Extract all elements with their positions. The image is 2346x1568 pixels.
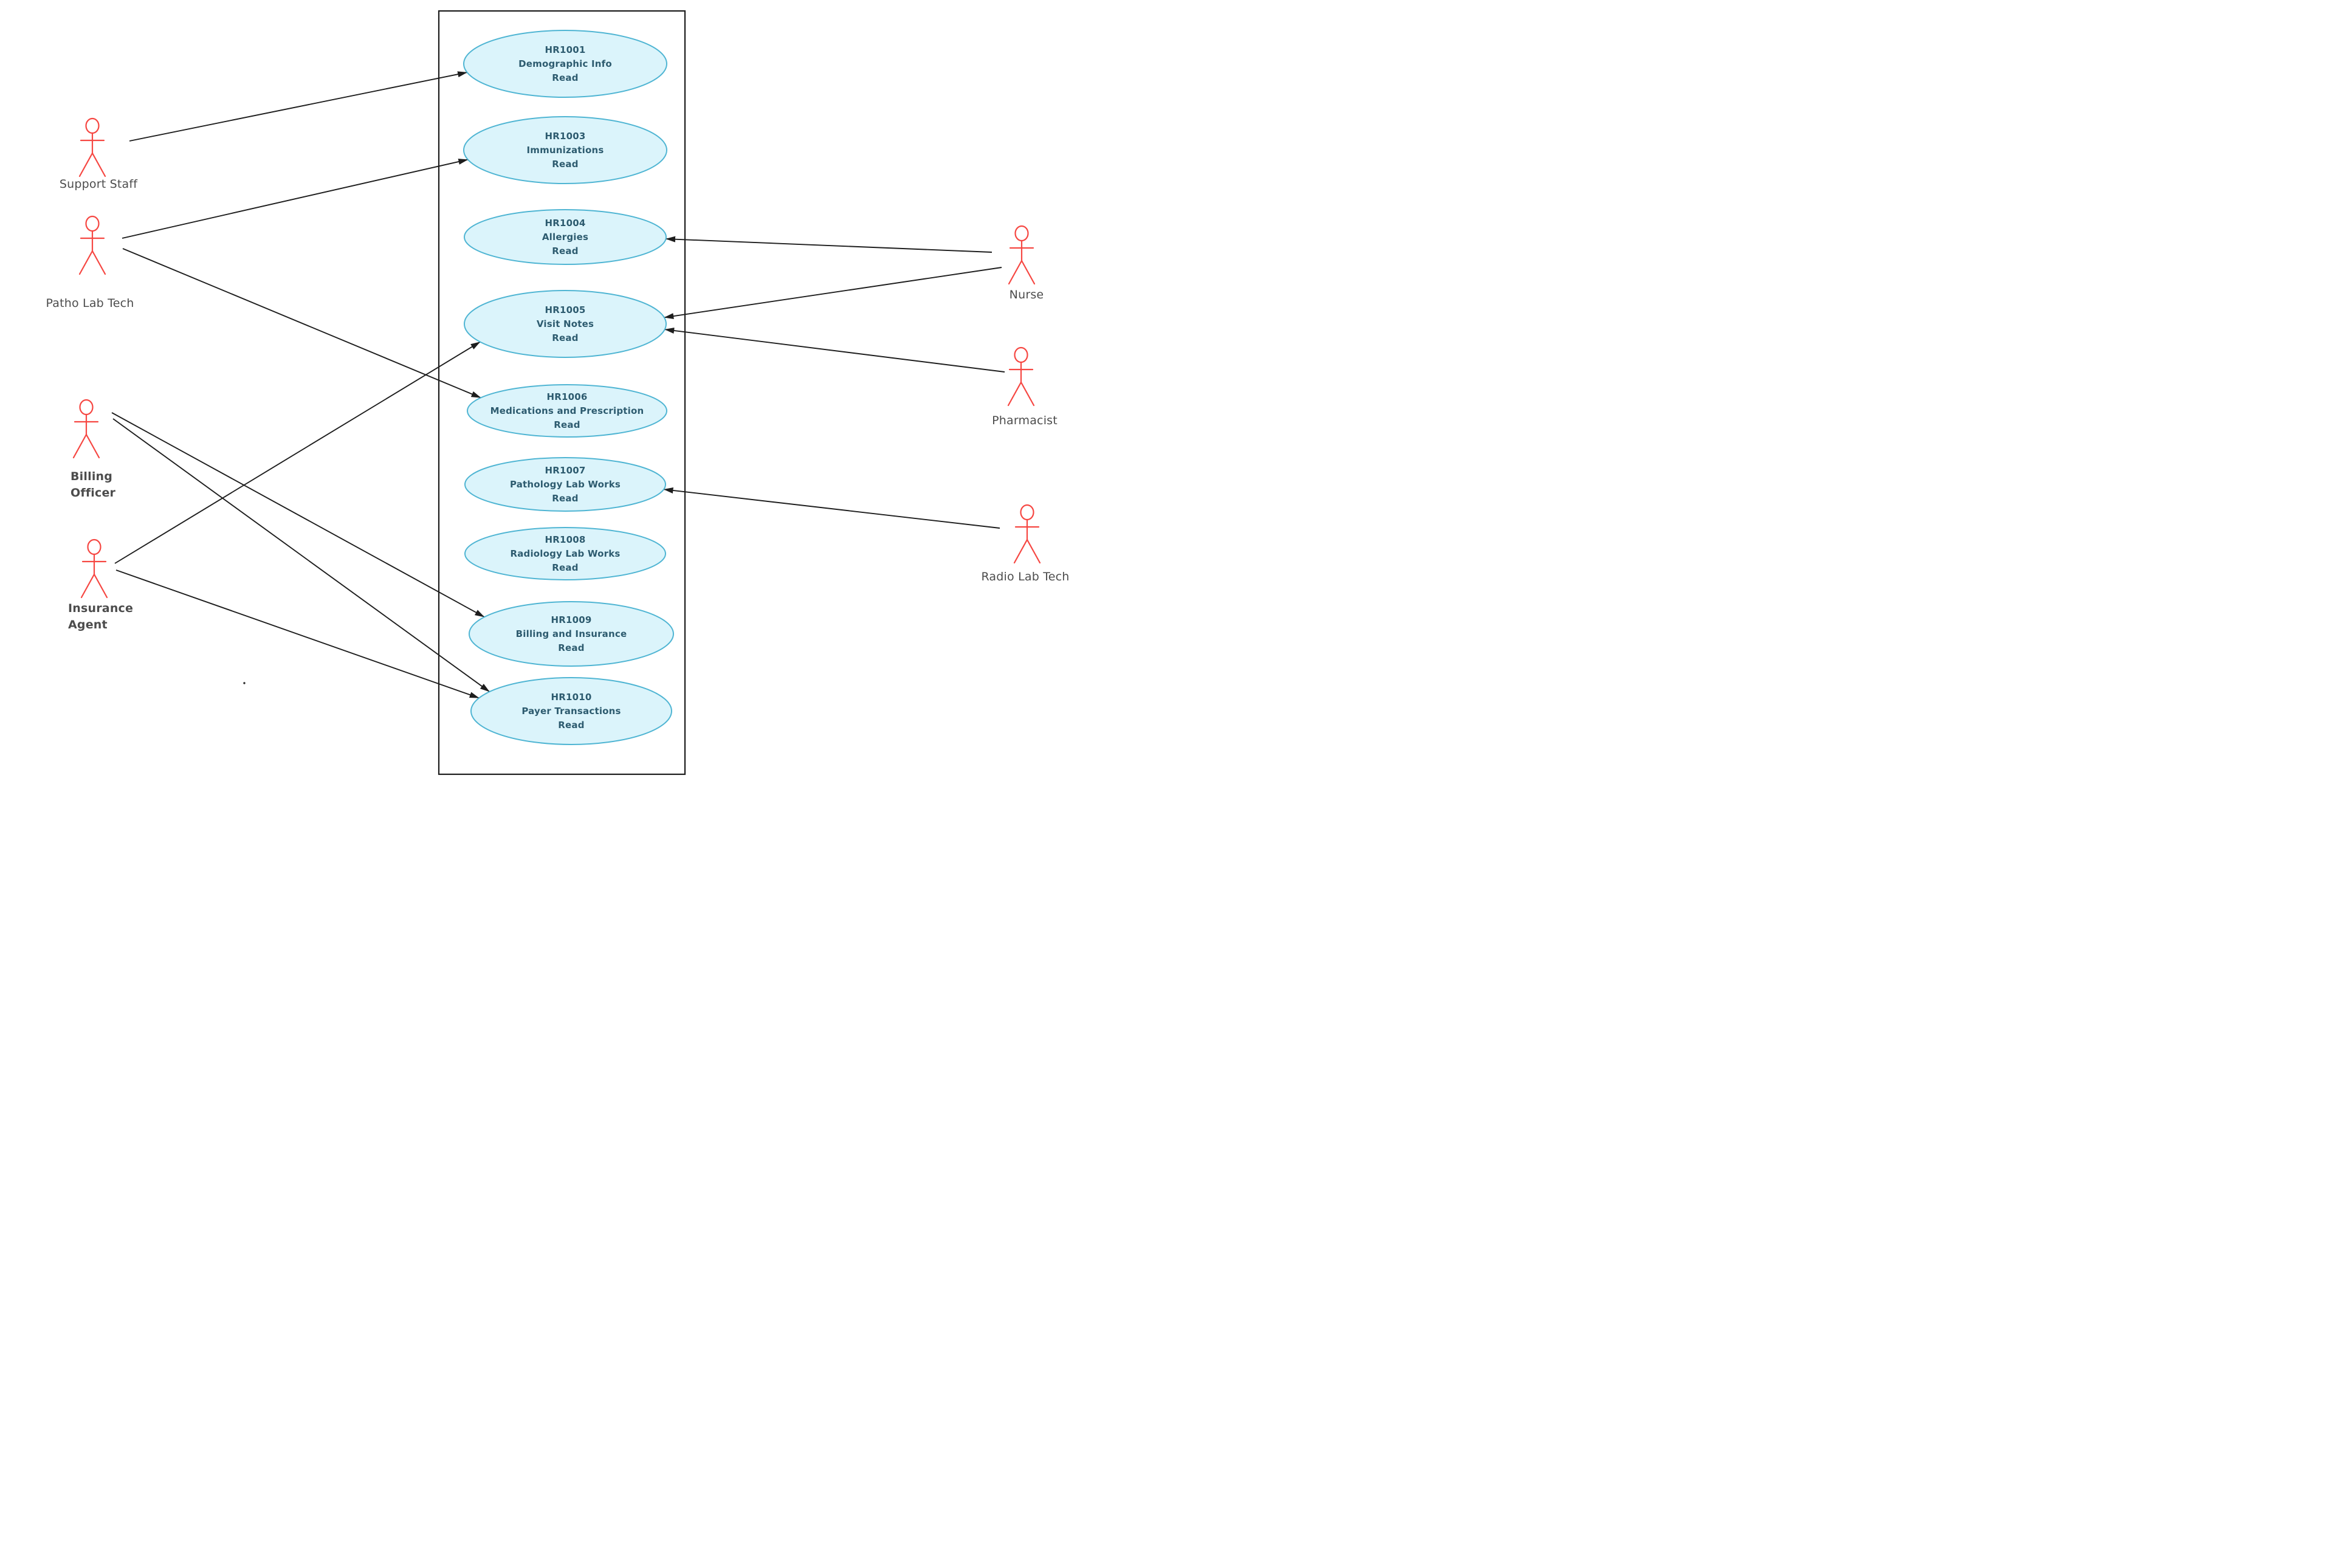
- actor-figure-radio-lab-tech: [1013, 504, 1041, 564]
- use-case-ellipses-layer: [463, 30, 674, 745]
- use-case-ellipse-HR1006: [467, 384, 667, 438]
- diagram-canvas: [72, 10, 1041, 775]
- stray-dot: [243, 682, 246, 684]
- association-support-staff-to-HR1001: [129, 71, 468, 142]
- actor-figure-pharmacist: [1007, 346, 1035, 407]
- association-insurance-agent-to-HR1010: [115, 569, 480, 699]
- use-case-ellipse-HR1010: [470, 677, 672, 745]
- association-nurse-to-HR1005: [664, 267, 1002, 320]
- association-nurse-to-HR1004: [666, 236, 992, 253]
- association-billing-officer-to-HR1010: [112, 418, 490, 692]
- actor-figure-support-staff: [78, 117, 106, 177]
- use-case-ellipse-HR1005: [464, 290, 667, 358]
- actor-figure-patho-lab-tech: [78, 215, 106, 275]
- use-case-ellipse-HR1004: [464, 209, 667, 265]
- association-patho-lab-tech-to-HR1006: [122, 248, 481, 399]
- use-case-ellipse-HR1001: [463, 30, 667, 98]
- use-case-ellipse-HR1009: [469, 601, 674, 667]
- actor-figure-nurse: [1008, 225, 1036, 285]
- association-pharmacist-to-HR1005: [664, 328, 1005, 373]
- use-case-ellipse-HR1007: [464, 457, 666, 512]
- connector-lines-layer: [111, 71, 1005, 699]
- association-radio-lab-tech-to-HR1007: [663, 487, 1000, 529]
- association-insurance-agent-to-HR1005: [114, 341, 481, 564]
- actor-figure-insurance-agent: [80, 538, 108, 599]
- use-case-ellipse-HR1003: [463, 116, 667, 184]
- use-case-ellipse-HR1008: [464, 527, 666, 580]
- association-patho-lab-tech-to-HR1003: [122, 159, 469, 239]
- association-billing-officer-to-HR1009: [111, 412, 485, 618]
- actor-figure-billing-officer: [72, 399, 100, 459]
